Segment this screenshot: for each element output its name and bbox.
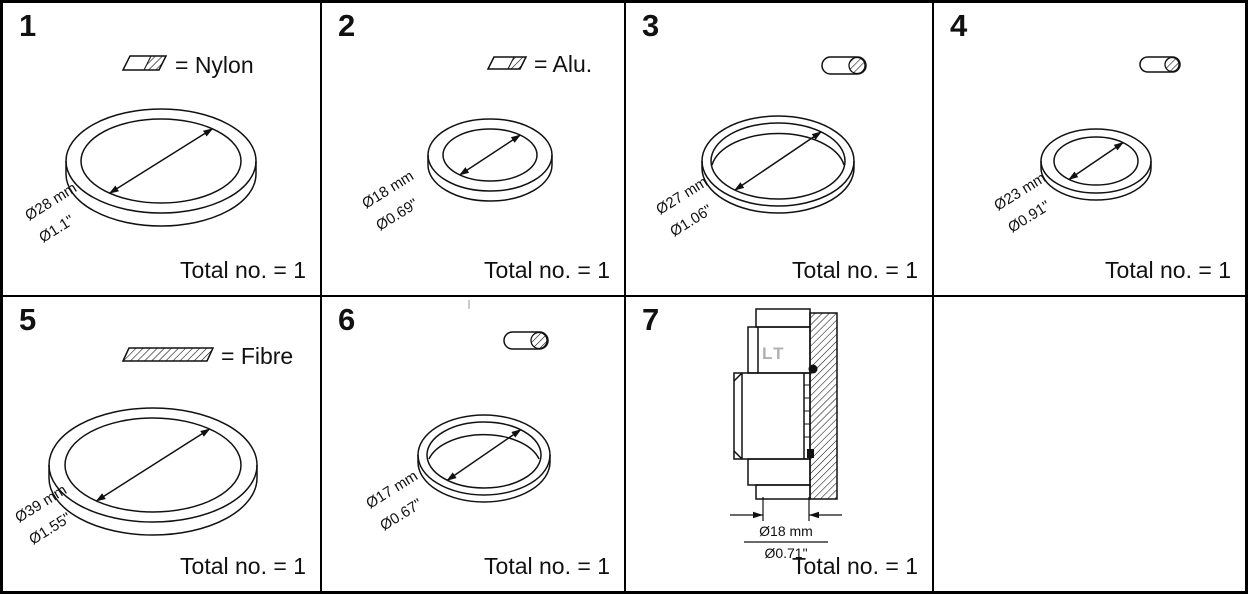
washer-ring bbox=[427, 118, 553, 202]
panel-4: 4 Ø23 mm Ø0.91" Total bbox=[934, 3, 1245, 297]
diameter-arrow bbox=[458, 134, 522, 176]
gasket-drawing: Ø23 mm Ø0.91" bbox=[991, 56, 1181, 236]
total-count: Total no. = 1 bbox=[792, 553, 918, 579]
diameter-arrow bbox=[1068, 141, 1124, 181]
panel-number: 1 bbox=[19, 8, 37, 43]
alu-washer-drawing: = Alu. Ø18 mm Ø0.69" bbox=[359, 51, 592, 234]
washer-ring bbox=[1040, 128, 1152, 201]
panel-number: 6 bbox=[338, 302, 356, 337]
total-count: Total no. = 1 bbox=[180, 553, 306, 579]
nylon-washer-drawing: = Nylon Ø28 mm Ø1.1" bbox=[22, 52, 257, 246]
material-legend: = Fibre bbox=[121, 343, 293, 369]
legend-label: = Alu. bbox=[534, 51, 592, 77]
nylon-swatch-icon bbox=[121, 55, 168, 71]
diameter-arrow bbox=[108, 128, 214, 194]
washer-ring bbox=[417, 414, 551, 503]
valve-drawing: LT Ø18 mm Ø0.71" bbox=[730, 308, 842, 561]
panel-3: 3 Ø27 mm Ø1.06" bbox=[626, 3, 934, 297]
fibre-washer-drawing: = Fibre Ø39 mm Ø1.55" bbox=[12, 343, 293, 548]
washer-ring bbox=[701, 115, 855, 214]
gasket-drawing: Ø27 mm Ø1.06" bbox=[653, 56, 867, 240]
valve-cross-section bbox=[733, 308, 838, 500]
panel-1: 1 = Nylon bbox=[3, 3, 322, 297]
panel-number: 3 bbox=[642, 8, 660, 43]
panel-number: 5 bbox=[19, 302, 37, 337]
dimension-arrow-left bbox=[753, 511, 763, 519]
panel-7: 7 LT bbox=[626, 297, 934, 591]
legend-label: = Fibre bbox=[221, 343, 293, 369]
panel-2: 2 = Alu. bbox=[322, 3, 626, 297]
total-count: Total no. = 1 bbox=[484, 257, 610, 283]
fibre-swatch-icon bbox=[121, 347, 215, 362]
diameter-arrow bbox=[95, 428, 211, 502]
panel-number: 7 bbox=[642, 302, 660, 337]
washer-ring bbox=[65, 108, 257, 227]
gasket-drawing: Ø17 mm Ø0.67" bbox=[363, 300, 551, 534]
total-count: Total no. = 1 bbox=[792, 257, 918, 283]
legend-label: = Nylon bbox=[175, 52, 254, 78]
seal-dot bbox=[808, 364, 818, 374]
diameter-arrow bbox=[734, 131, 822, 191]
panel-6: 6 Ø17 mm Ø0.67" bbox=[322, 297, 626, 591]
diameter-mm: Ø18 mm bbox=[759, 523, 813, 539]
diameter-arrow bbox=[446, 429, 522, 481]
washer-ring bbox=[48, 407, 258, 536]
diameter-inch: Ø0.71" bbox=[764, 545, 807, 561]
material-legend: = Alu. bbox=[486, 51, 592, 77]
oring-capsule-icon bbox=[503, 331, 549, 350]
dimension-lines bbox=[730, 497, 842, 521]
total-count: Total no. = 1 bbox=[180, 257, 306, 283]
seal-block bbox=[807, 449, 814, 458]
oring-capsule-icon bbox=[1139, 56, 1181, 73]
panel-8-empty bbox=[934, 297, 1245, 591]
total-count: Total no. = 1 bbox=[1105, 257, 1231, 283]
panel-number: 4 bbox=[950, 8, 968, 43]
material-legend: = Nylon bbox=[121, 52, 254, 78]
alu-swatch-icon bbox=[486, 56, 528, 70]
panel-number: 2 bbox=[338, 8, 356, 43]
valve-body-label: LT bbox=[762, 344, 786, 363]
total-count: Total no. = 1 bbox=[484, 553, 610, 579]
dimension-arrow-right bbox=[809, 511, 819, 519]
panel-5: 5 = Fibre Ø39 mm bbox=[3, 297, 322, 591]
oring-capsule-icon bbox=[821, 56, 867, 75]
